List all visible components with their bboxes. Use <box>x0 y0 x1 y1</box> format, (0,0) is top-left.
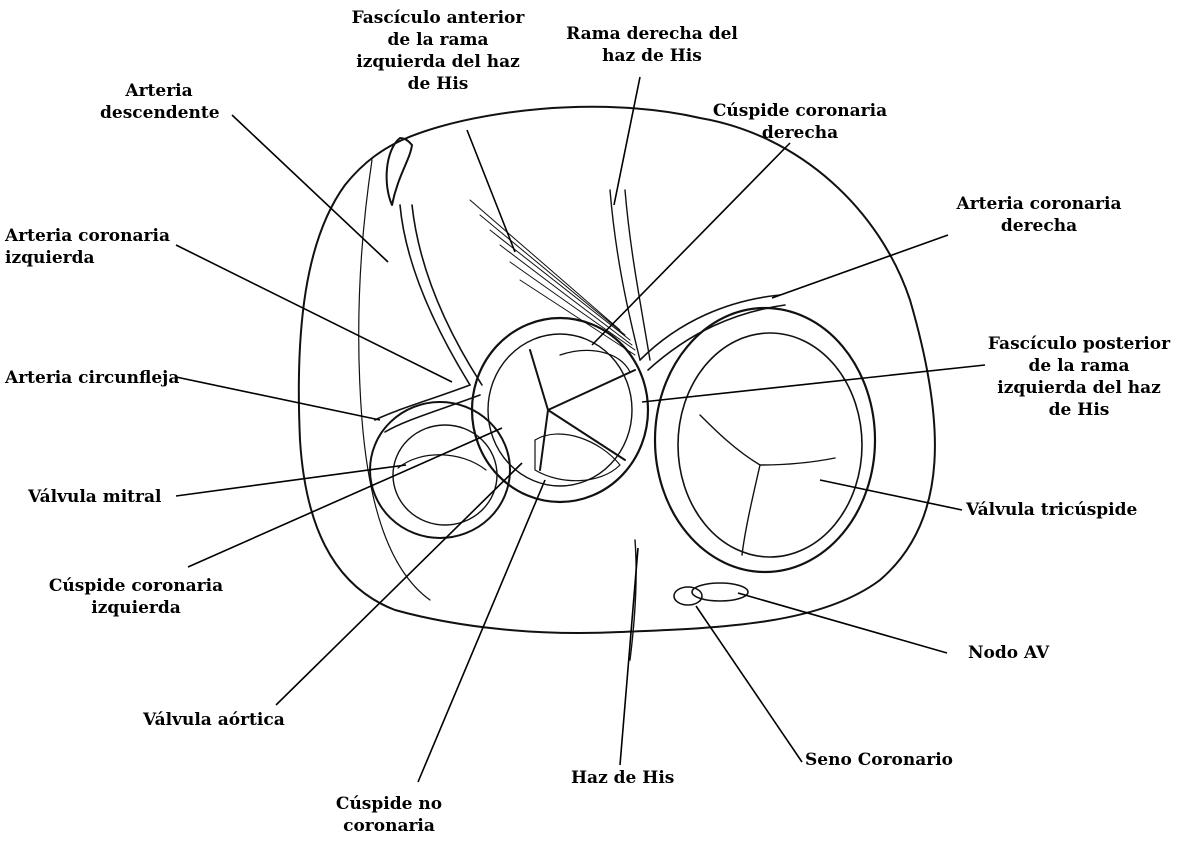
label-line: Arteria coronaria <box>955 193 1123 215</box>
label-arteria-coronaria-izquierda: Arteria coronaria izquierda <box>5 225 180 269</box>
label-line: Fascículo posterior <box>985 333 1173 355</box>
aortic-cusp-lines <box>530 350 635 470</box>
top-fold <box>387 138 412 205</box>
label-seno-coronario: Seno Coronario <box>805 749 965 771</box>
mitral-annulus-inner <box>393 425 497 525</box>
tricuspid-commissures <box>700 415 835 555</box>
label-line: Rama derecha del <box>562 23 742 45</box>
label-line: Cúspide no <box>325 793 453 815</box>
tricuspid-annulus-outer <box>655 308 875 572</box>
label-line: descendente <box>100 102 218 124</box>
label-arteria-descendente: Arteria descendente <box>100 80 218 124</box>
label-arteria-coronaria-derecha: Arteria coronaria derecha <box>955 193 1123 237</box>
heart-outline <box>299 107 935 633</box>
label-haz-de-his: Haz de His <box>571 767 691 789</box>
aortic-cusp-noncoronary <box>535 434 620 481</box>
label-line: derecha <box>955 215 1123 237</box>
label-cuspide-coronaria-izquierda: Cúspide coronaria izquierda <box>48 575 224 619</box>
label-line: Cúspide coronaria <box>712 100 888 122</box>
label-line: Arteria <box>100 80 218 102</box>
label-line: Válvula aórtica <box>143 709 303 731</box>
left-descending-artery <box>400 205 482 385</box>
label-line: Cúspide coronaria <box>48 575 224 597</box>
label-nodo-av: Nodo AV <box>968 642 1068 664</box>
label-line: izquierda <box>5 247 180 269</box>
label-line: izquierda del haz <box>985 377 1173 399</box>
label-line: coronaria <box>325 815 453 837</box>
coronary-sinus-ostium <box>674 587 702 605</box>
label-line: Arteria circunfleja <box>5 367 185 389</box>
label-valvula-tricuspide: Válvula tricúspide <box>966 499 1146 521</box>
label-arteria-circunfleja: Arteria circunfleja <box>5 367 185 389</box>
label-line: de His <box>985 399 1173 421</box>
label-valvula-mitral: Válvula mitral <box>28 486 178 508</box>
aortic-cusp-right <box>560 350 630 372</box>
label-fasciculo-posterior: Fascículo posterior de la rama izquierda… <box>985 333 1173 421</box>
label-cuspide-coronaria-derecha: Cúspide coronaria derecha <box>712 100 888 144</box>
label-line: Válvula tricúspide <box>966 499 1146 521</box>
label-line: Seno Coronario <box>805 749 965 771</box>
tricuspid-annulus-inner <box>678 333 862 557</box>
label-fasciculo-anterior: Fascículo anterior de la rama izquierda … <box>340 7 536 95</box>
label-line: Arteria coronaria <box>5 225 180 247</box>
label-line: izquierda <box>48 597 224 619</box>
label-line: Fascículo anterior <box>340 7 536 29</box>
label-rama-derecha: Rama derecha del haz de His <box>562 23 742 67</box>
label-line: de His <box>340 73 536 95</box>
label-line: Nodo AV <box>968 642 1068 664</box>
label-line: izquierda del haz <box>340 51 536 73</box>
label-valvula-aortica: Válvula aórtica <box>143 709 303 731</box>
label-line: de la rama <box>985 355 1173 377</box>
label-line: haz de His <box>562 45 742 67</box>
leader-lines <box>176 77 985 782</box>
label-line: Haz de His <box>571 767 691 789</box>
aortic-annulus-outer <box>472 318 648 502</box>
circumflex-artery <box>375 385 480 432</box>
right-bundle-branch <box>610 190 650 360</box>
anterior-fascicle-fibers <box>470 200 635 355</box>
label-line: derecha <box>712 122 888 144</box>
inner-outline <box>359 160 430 600</box>
label-cuspide-no-coronaria: Cúspide no coronaria <box>325 793 453 837</box>
label-line: Válvula mitral <box>28 486 178 508</box>
label-line: de la rama <box>340 29 536 51</box>
